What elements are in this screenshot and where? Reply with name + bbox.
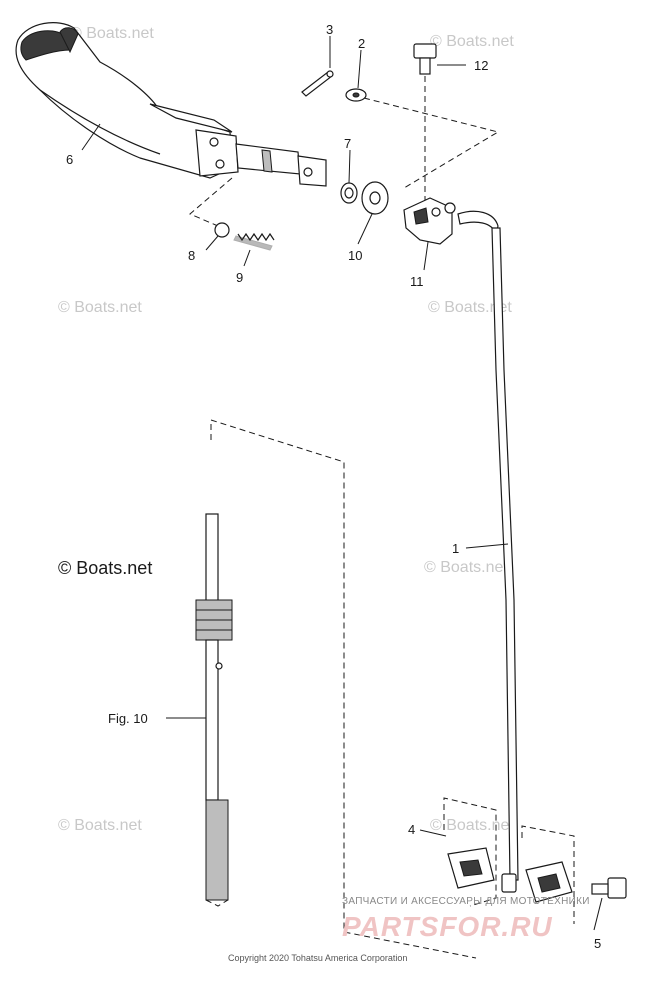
watermarks: © Boats.net © Boats.net © Boats.net © Bo… [58, 25, 514, 834]
callout-fig-10: Fig. 10 [108, 711, 148, 726]
assembly-line-ball [189, 177, 233, 227]
callout-4: 4 [408, 822, 415, 837]
watermark-mid-right: © Boats.net [428, 299, 512, 316]
part-11-link-bracket [403, 197, 456, 245]
ru-logo: PARTSFOR.RU [342, 911, 553, 942]
part-4-grommet [443, 797, 497, 907]
watermark-bottom-right: © Boats.net [430, 817, 514, 834]
callout-8: 8 [188, 248, 195, 263]
callout-2: 2 [358, 36, 365, 51]
callout-6: 6 [66, 152, 73, 167]
part-8-ball [214, 222, 230, 238]
copyright-text: Copyright 2020 Tohatsu America Corporati… [228, 953, 407, 963]
assembly-line-washer [363, 97, 500, 189]
part-2-washer [345, 88, 367, 102]
part-9-spring [233, 232, 275, 251]
callout-7: 7 [344, 136, 351, 151]
part-3-cotter-pin [301, 70, 334, 97]
part-6-tiller-handle [15, 22, 327, 187]
part-7-washer [340, 182, 358, 204]
fig-10-shaft [195, 419, 477, 959]
callout-5: 5 [594, 936, 601, 951]
callout-9: 9 [236, 270, 243, 285]
callout-10: 10 [348, 248, 362, 263]
partsfor-overlay: ЗАПЧАСТИ И АКСЕССУАРЫ ДЛЯ МОТОТЕХНИКИ PA… [342, 896, 590, 942]
callout-12: 12 [474, 58, 488, 73]
callout-3: 3 [326, 22, 333, 37]
part-12-bolt [413, 43, 437, 200]
watermark-center-left: © Boats.net [58, 558, 152, 578]
part-10-washer [361, 181, 389, 215]
watermark-top-right: © Boats.net [430, 33, 514, 50]
watermark-top-left: © Boats.net [70, 25, 154, 42]
part-5-grommet-bolt [521, 825, 627, 924]
callout-11: 11 [410, 274, 424, 289]
ru-tagline: ЗАПЧАСТИ И АКСЕССУАРЫ ДЛЯ МОТОТЕХНИКИ [342, 896, 590, 907]
leader-lines [81, 36, 603, 931]
callouts: 3 2 12 6 7 8 9 10 11 1 Fig. 10 4 5 [66, 22, 601, 951]
watermark-center-right: © Boats.net [424, 559, 508, 576]
callout-1: 1 [452, 541, 459, 556]
part-1-shift-rod [457, 210, 519, 893]
watermark-bottom-left: © Boats.net [58, 817, 142, 834]
watermark-mid-left: © Boats.net [58, 299, 142, 316]
